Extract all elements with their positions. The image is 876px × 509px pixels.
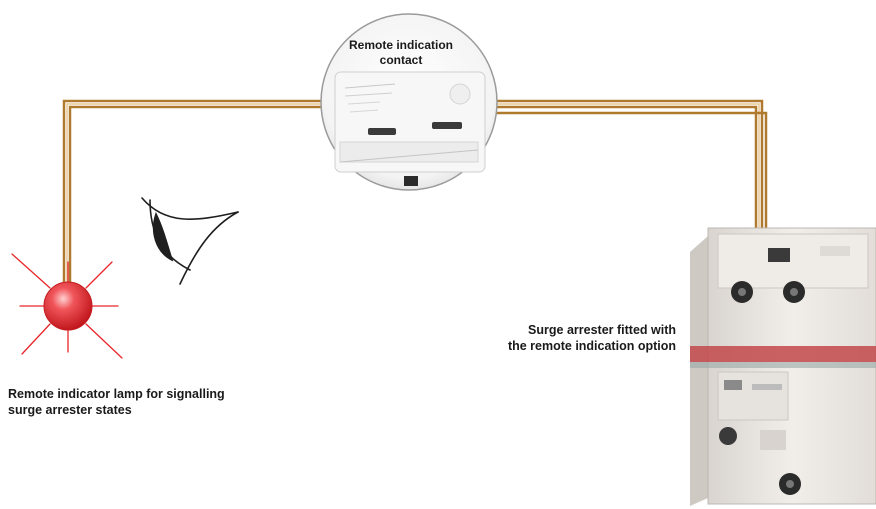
wire-right [496,101,766,228]
surge-arrester-image [690,228,876,506]
arrester-label-line1: Surge arrester fitted with [482,322,676,338]
eye-icon [142,198,238,284]
arrester-label: Surge arrester fitted with the remote in… [482,322,676,354]
lamp-label-line1: Remote indicator lamp for signalling [8,386,225,402]
contact-label: Remote indication contact [326,38,476,68]
wire-left [64,101,334,290]
contact-label-line1: Remote indication [326,38,476,53]
lamp-label-line2: surge arrester states [8,402,225,418]
lamp-icon [44,282,92,330]
arrester-label-line2: the remote indication option [482,338,676,354]
contact-label-line2: contact [326,53,476,68]
lamp-label: Remote indicator lamp for signalling sur… [8,386,225,418]
